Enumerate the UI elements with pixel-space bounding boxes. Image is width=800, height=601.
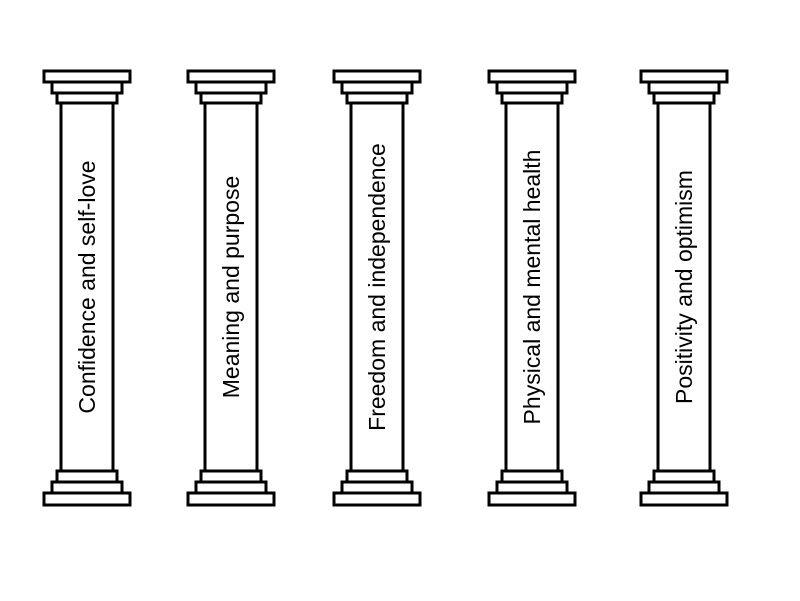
pillar-3-base-top — [347, 471, 407, 482]
pillar-5-cap-middle — [649, 82, 719, 93]
pillar-3: Freedom and independence — [334, 71, 420, 505]
pillar-5-cap-top — [641, 71, 727, 82]
pillar-1-base-middle — [52, 482, 122, 493]
pillar-1-cap-middle — [52, 82, 122, 93]
pillar-5-base-top — [654, 471, 714, 482]
pillar-4-label: Physical and mental health — [519, 150, 545, 425]
pillar-2-label: Meaning and purpose — [218, 176, 244, 399]
pillar-3-label: Freedom and independence — [364, 143, 390, 431]
pillar-1-base-top — [57, 471, 117, 482]
pillar-4-cap-top — [489, 71, 575, 82]
pillar-2-base-top — [201, 471, 261, 482]
pillar-3-cap-top — [334, 71, 420, 82]
pillar-2: Meaning and purpose — [188, 71, 274, 505]
pillar-3-base-middle — [342, 482, 412, 493]
pillar-5-label: Positivity and optimism — [671, 170, 697, 404]
pillar-4-base-middle — [497, 482, 567, 493]
pillar-3-base-bottom — [334, 493, 420, 505]
pillar-4: Physical and mental health — [489, 71, 575, 505]
pillar-1-base-bottom — [44, 493, 130, 505]
pillar-1-cap-top — [44, 71, 130, 82]
pillar-2-cap-top — [188, 71, 274, 82]
pillar-1-label: Confidence and self-love — [74, 160, 100, 413]
pillar-1: Confidence and self-love — [44, 71, 130, 505]
pillar-5: Positivity and optimism — [641, 71, 727, 505]
pillar-4-cap-middle — [497, 82, 567, 93]
pillar-4-base-bottom — [489, 493, 575, 505]
pillar-2-cap-middle — [196, 82, 266, 93]
pillar-5-base-middle — [649, 482, 719, 493]
pillar-2-base-middle — [196, 482, 266, 493]
pillar-2-base-bottom — [188, 493, 274, 505]
pillar-5-base-bottom — [641, 493, 727, 505]
pillar-4-base-top — [502, 471, 562, 482]
pillar-3-cap-middle — [342, 82, 412, 93]
